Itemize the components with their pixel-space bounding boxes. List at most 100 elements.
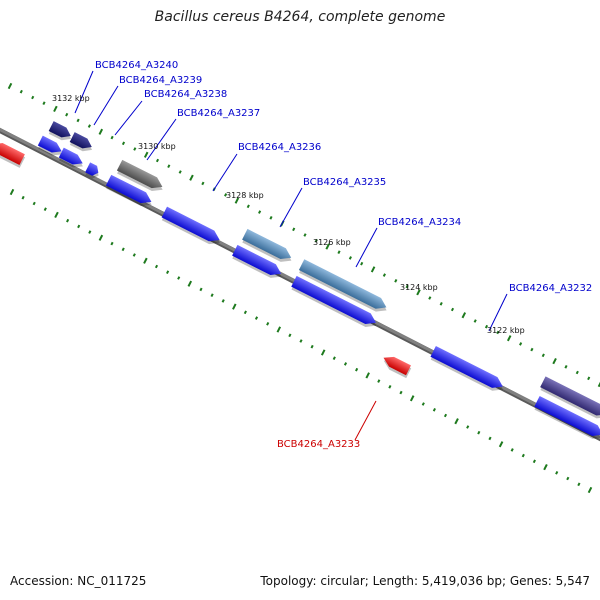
leader-line (93, 85, 119, 126)
tick-mark (299, 339, 303, 343)
gene-label: BCB4264_A3232 (509, 283, 592, 294)
gene-arrow-a3236 (161, 206, 220, 245)
tick-mark (288, 333, 292, 338)
tick-mark (166, 270, 170, 274)
tick-mark (552, 357, 557, 365)
tick-mark (88, 230, 92, 234)
gene-arrow-a3234-cog (298, 259, 387, 312)
gene-arrow-a3240 (37, 135, 62, 156)
tick-mark (566, 476, 570, 481)
leader-line (114, 100, 143, 136)
tick-mark (110, 241, 114, 246)
tick-mark (416, 289, 421, 296)
gene-label: BCB4264_A3234 (378, 217, 461, 228)
tick-mark (519, 342, 523, 346)
tick-mark (365, 372, 370, 379)
tick-mark (77, 224, 81, 229)
gene-arrow-a3234 (291, 275, 377, 327)
tick-mark (587, 376, 591, 381)
tick-mark (394, 279, 398, 283)
gene-arrow-a3238 (85, 162, 99, 179)
leader-line (355, 227, 378, 268)
tick-mark (54, 211, 59, 219)
tick-mark (541, 353, 545, 358)
tick-mark (532, 459, 536, 464)
kbp-label: 3128 kbp (226, 191, 264, 200)
tick-mark (388, 385, 392, 389)
tick-mark (43, 207, 47, 211)
tick-mark (269, 216, 273, 220)
tick-mark (450, 307, 455, 312)
gene-label: BCB4264_A3238 (144, 89, 227, 100)
tick-mark (587, 486, 593, 494)
label-leader-lines (74, 70, 508, 441)
gene-labels: BCB4264_A3240BCB4264_A3239BCB4264_A3238B… (95, 60, 592, 450)
tick-mark (409, 395, 415, 402)
tick-mark (187, 280, 193, 287)
leader-line (354, 400, 377, 441)
tick-mark (510, 448, 514, 452)
gene-label: BCB4264_A3235 (303, 177, 386, 188)
tick-mark (382, 273, 386, 277)
gene-arrow-a3232-cog (540, 376, 600, 419)
tick-mark (432, 408, 436, 412)
tick-mark (564, 365, 568, 369)
gene-features (0, 121, 600, 439)
tick-mark (189, 174, 194, 181)
tick-mark (530, 347, 534, 352)
tick-mark (484, 324, 489, 329)
tick-mark (521, 453, 525, 458)
tick-mark (543, 463, 548, 471)
tick-mark (19, 89, 23, 94)
tick-mark (466, 425, 470, 429)
tick-mark (428, 296, 432, 300)
tick-mark (132, 253, 136, 257)
tick-mark (443, 413, 448, 418)
gene-arrow-a3237 (105, 174, 152, 207)
tick-mark (405, 284, 409, 289)
gene-label: BCB4264_A3239 (119, 75, 202, 86)
tick-mark (201, 181, 205, 186)
tick-mark (399, 390, 403, 395)
tick-mark (370, 266, 376, 273)
tick-mark (377, 379, 381, 383)
gene-arrow-reverse-left (0, 143, 26, 168)
gene-arrow-a3233 (383, 356, 412, 379)
gene-label: BCB4264_A3233 (277, 439, 360, 450)
tick-mark (439, 302, 443, 306)
tick-mark (246, 204, 250, 209)
leader-line (488, 293, 508, 332)
tick-mark (31, 95, 35, 100)
tick-mark (98, 234, 104, 241)
tick-mark (76, 118, 80, 123)
tick-mark (276, 326, 282, 333)
tick-mark (360, 261, 364, 266)
kbp-label: 3132 kbp (52, 94, 90, 103)
tick-mark (121, 247, 125, 252)
tick-mark (167, 164, 171, 168)
tick-mark (254, 316, 259, 320)
tick-mark (498, 441, 504, 448)
genome-summary-text: Topology: circular; Length: 5,419,036 bp… (260, 574, 590, 588)
tick-mark (133, 147, 137, 151)
tick-mark (506, 335, 512, 342)
tick-mark (332, 356, 336, 360)
gene-arrow-a3235-cog (242, 228, 292, 262)
tick-mark (320, 349, 326, 356)
tick-mark (314, 238, 318, 243)
tick-mark (292, 227, 296, 232)
tick-mark (32, 201, 36, 206)
tick-mark (337, 250, 341, 254)
tick-mark (232, 303, 237, 310)
gene-label: BCB4264_A3236 (238, 142, 321, 153)
leader-line (146, 118, 177, 161)
tick-mark (496, 330, 500, 335)
gene-arrow-a3239-cog (69, 132, 93, 152)
gene-arrow-a3231 (534, 395, 600, 439)
tick-mark (234, 197, 240, 204)
tick-mark (421, 402, 425, 406)
tick-mark (7, 82, 13, 90)
tick-mark (575, 370, 579, 375)
